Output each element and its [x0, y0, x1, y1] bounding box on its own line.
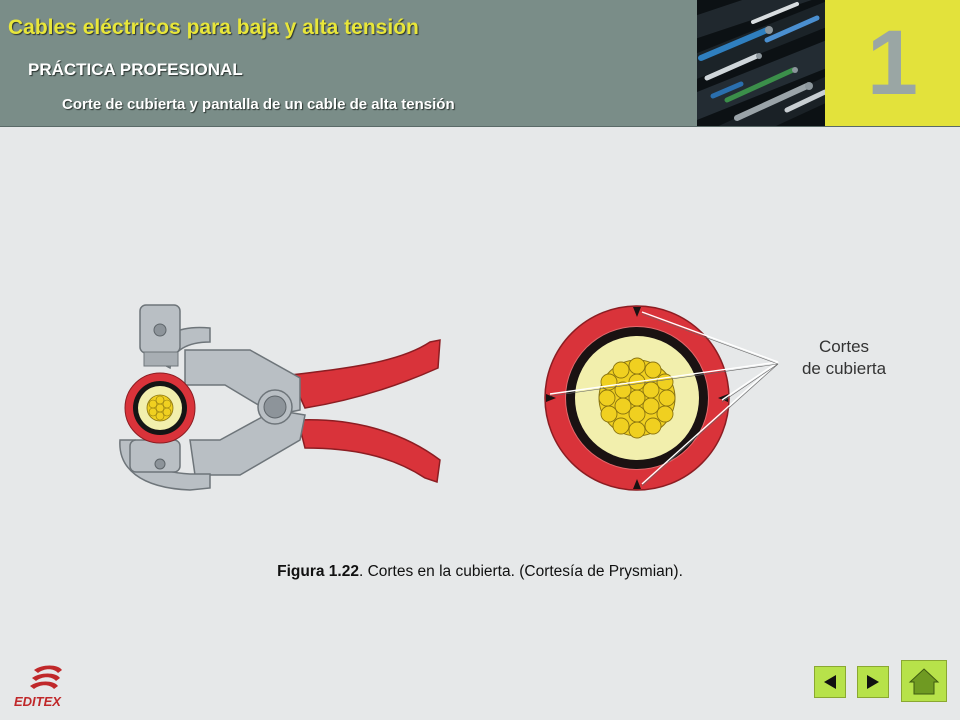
callout-label: Cortes de cubierta	[778, 336, 910, 380]
page-subtitle: PRÁCTICA PROFESIONAL	[28, 60, 243, 79]
caption-text: . Cortes en la cubierta. (Cortesía de Pr…	[358, 563, 683, 580]
cable-cross-section-illustration	[544, 305, 779, 491]
previous-button[interactable]	[814, 666, 846, 698]
editex-logo-text: EDITEX	[14, 694, 61, 709]
figure-reference: Figura 1.22	[277, 563, 359, 580]
callout-line-1: Cortes	[818, 337, 870, 356]
header-band: Cables eléctricos para baja y alta tensi…	[0, 0, 697, 126]
cable-stripping-pliers-illustration	[119, 304, 441, 491]
page-title: Cables eléctricos para baja y alta tensi…	[8, 16, 419, 39]
section-title: Corte de cubierta y pantalla de un cable…	[62, 96, 455, 113]
header: Cables eléctricos para baja y alta tensi…	[0, 0, 960, 127]
figure-illustration	[100, 290, 920, 500]
figure-caption: Figura 1.22. Cortes en la cubierta. (Cor…	[0, 563, 960, 581]
home-icon	[908, 668, 940, 695]
editex-logo	[14, 664, 84, 710]
chapter-number: 1	[866, 12, 919, 114]
next-button[interactable]	[857, 666, 889, 698]
cables-photo	[697, 0, 825, 126]
home-button[interactable]	[901, 660, 947, 702]
callout-line-2: de cubierta	[801, 359, 887, 378]
chapter-badge: 1	[825, 0, 960, 126]
arrow-left-icon	[824, 675, 836, 689]
arrow-right-icon	[867, 675, 879, 689]
